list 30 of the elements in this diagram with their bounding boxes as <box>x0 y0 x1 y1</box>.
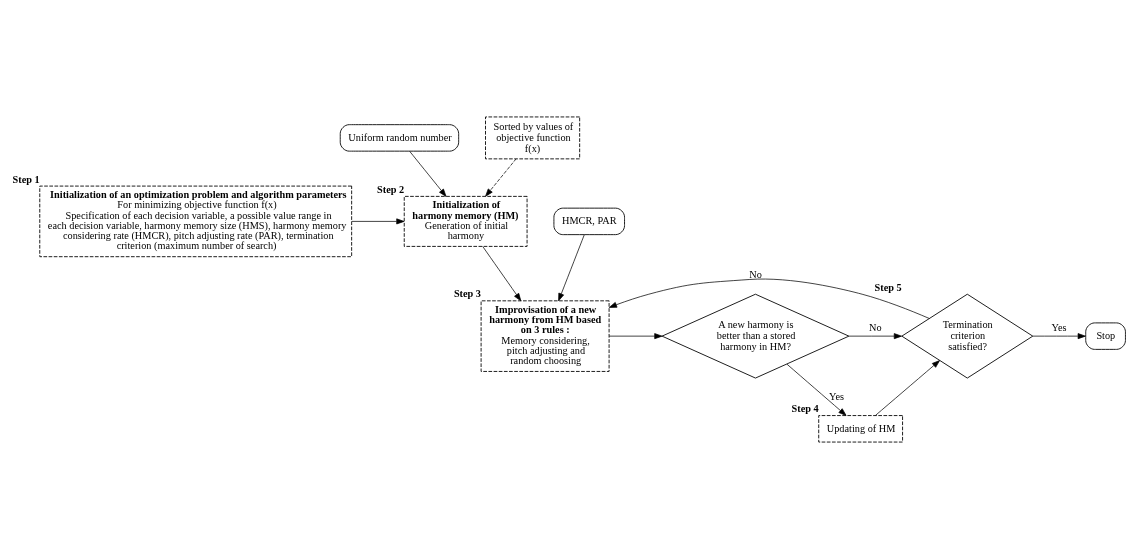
node-box: Stop <box>1085 321 1126 350</box>
arrow <box>485 158 517 197</box>
node-box: Sorted by values of objective function f(x) <box>485 116 581 159</box>
node-box: Uniform random number <box>339 123 460 152</box>
arrow <box>608 332 663 339</box>
arrow <box>786 363 847 416</box>
node-diamond: Termination criterion satisfied? <box>901 293 1034 378</box>
node-diamond: A new harmony is better than a stored harmony in HM? <box>661 293 850 378</box>
arrow <box>482 245 522 301</box>
node-box: HMCR, PAR <box>553 207 625 235</box>
node-box: Initialization of harmony memory (HM) Generation of initial harmony <box>403 195 528 247</box>
arrow <box>848 332 902 339</box>
arrow <box>608 278 930 319</box>
arrow <box>875 359 940 416</box>
edge-label: No <box>869 321 882 333</box>
arrow <box>409 150 447 197</box>
node-box: Updating of HM <box>818 414 903 442</box>
node-box: Improvisation of a new harmony from HM based on 3 rules : Memory considering, pitch adjusting and random choosing <box>480 299 610 372</box>
node-label: Step 4 <box>791 402 819 414</box>
arrow <box>558 233 585 301</box>
node-label: Step 1 <box>12 173 40 185</box>
edge-label: No <box>749 268 762 280</box>
node-label: Step 3 <box>453 287 482 299</box>
node-box: Initialization of an optimization problem and algorithm parameters For minimizing objective function f(x) Specification of each decision variable, a possible value range in each decision variable, harmony memory size (HMS), harmony memory considering rate (HMCR), pitch adjusting rate (PAR), termination criterion (maximum number of search) <box>39 185 353 257</box>
node-label: Step 2 <box>377 183 405 195</box>
node-label: Step 5 <box>874 281 902 293</box>
arrow <box>1032 332 1086 339</box>
edge-label: Yes <box>1051 321 1067 333</box>
arrow <box>351 217 405 224</box>
edge-label: Yes <box>829 390 844 402</box>
